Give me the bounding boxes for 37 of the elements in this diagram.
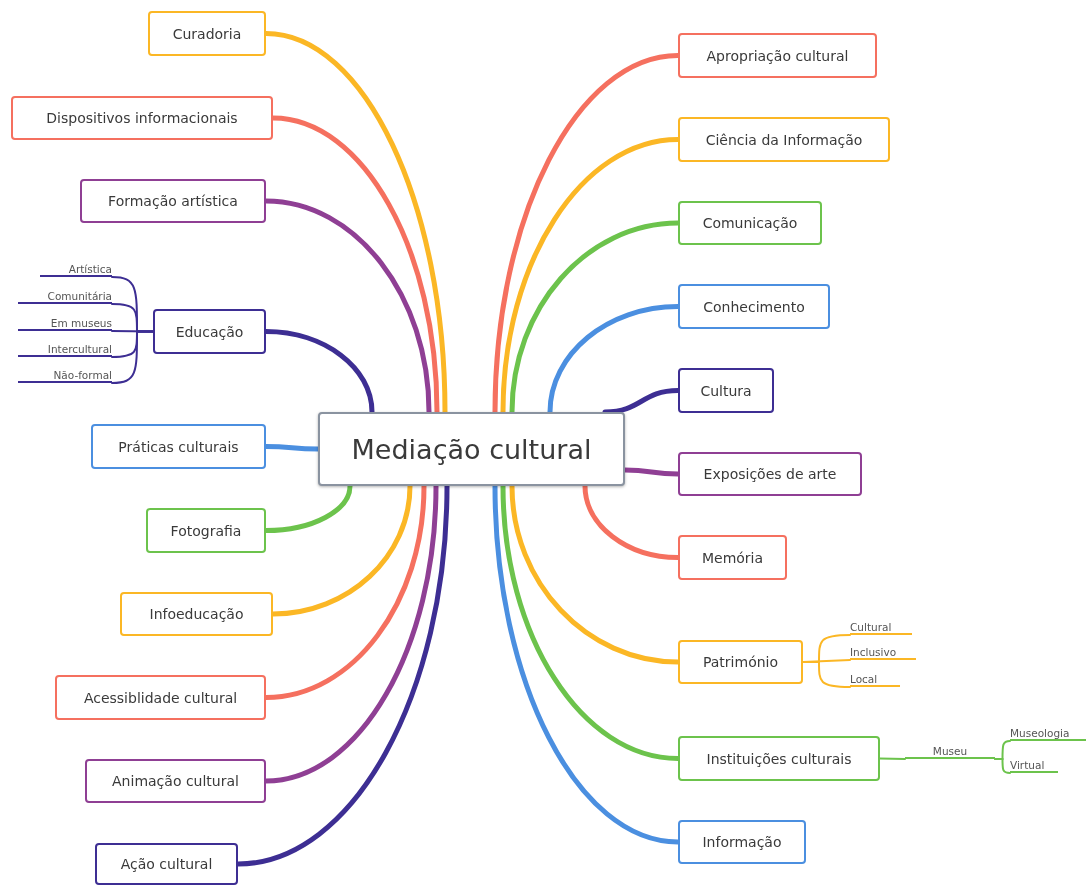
topic-box: Práticas culturais [91, 424, 266, 469]
branch-line [802, 661, 851, 688]
topic-box: Cultura [678, 368, 774, 413]
topic-box: Exposições de arte [678, 452, 862, 496]
subtopic-label: Em museus [18, 315, 112, 331]
topic-box: Educação [153, 309, 266, 354]
topic-box: Informação [678, 820, 806, 864]
subtopic-label: Artística [40, 261, 112, 277]
subtopic-label: Inclusivo [850, 644, 916, 660]
subtopic-label: Não-formal [18, 367, 112, 383]
branch-line [879, 757, 906, 760]
subtopic-label: Cultural [850, 619, 912, 635]
topic-box: Património [678, 640, 803, 684]
central-topic-box: Mediação cultural [318, 412, 625, 486]
topic-box: Infoeducação [120, 592, 273, 636]
subtopic-label: Comunitária [18, 288, 112, 304]
branch-line [994, 758, 1011, 774]
topic-box: Curadoria [148, 11, 266, 56]
topic-box: Animação cultural [85, 759, 266, 803]
topic-box: Memória [678, 535, 787, 580]
topic-box: Fotografia [146, 508, 266, 553]
topic-box: Acessiblidade cultural [55, 675, 266, 720]
subtopic-label: Local [850, 671, 900, 687]
subtopic-label: Museologia [1010, 725, 1086, 741]
topic-box: Ação cultural [95, 843, 238, 885]
topic-box: Ciência da Informação [678, 117, 890, 162]
subtopic-label: Intercultural [18, 341, 112, 357]
subtopic-label: Virtual [1010, 757, 1058, 773]
topic-box: Formação artística [80, 179, 266, 223]
topic-box: Apropriação cultural [678, 33, 877, 78]
topic-box: Conhecimento [678, 284, 830, 329]
subtopic-label: Museu [905, 741, 995, 759]
topic-box: Instituições culturais [678, 736, 880, 781]
topic-box: Dispositivos informacionais [11, 96, 273, 140]
branch-line [111, 330, 154, 384]
topic-box: Comunicação [678, 201, 822, 245]
branch-line [111, 330, 154, 333]
